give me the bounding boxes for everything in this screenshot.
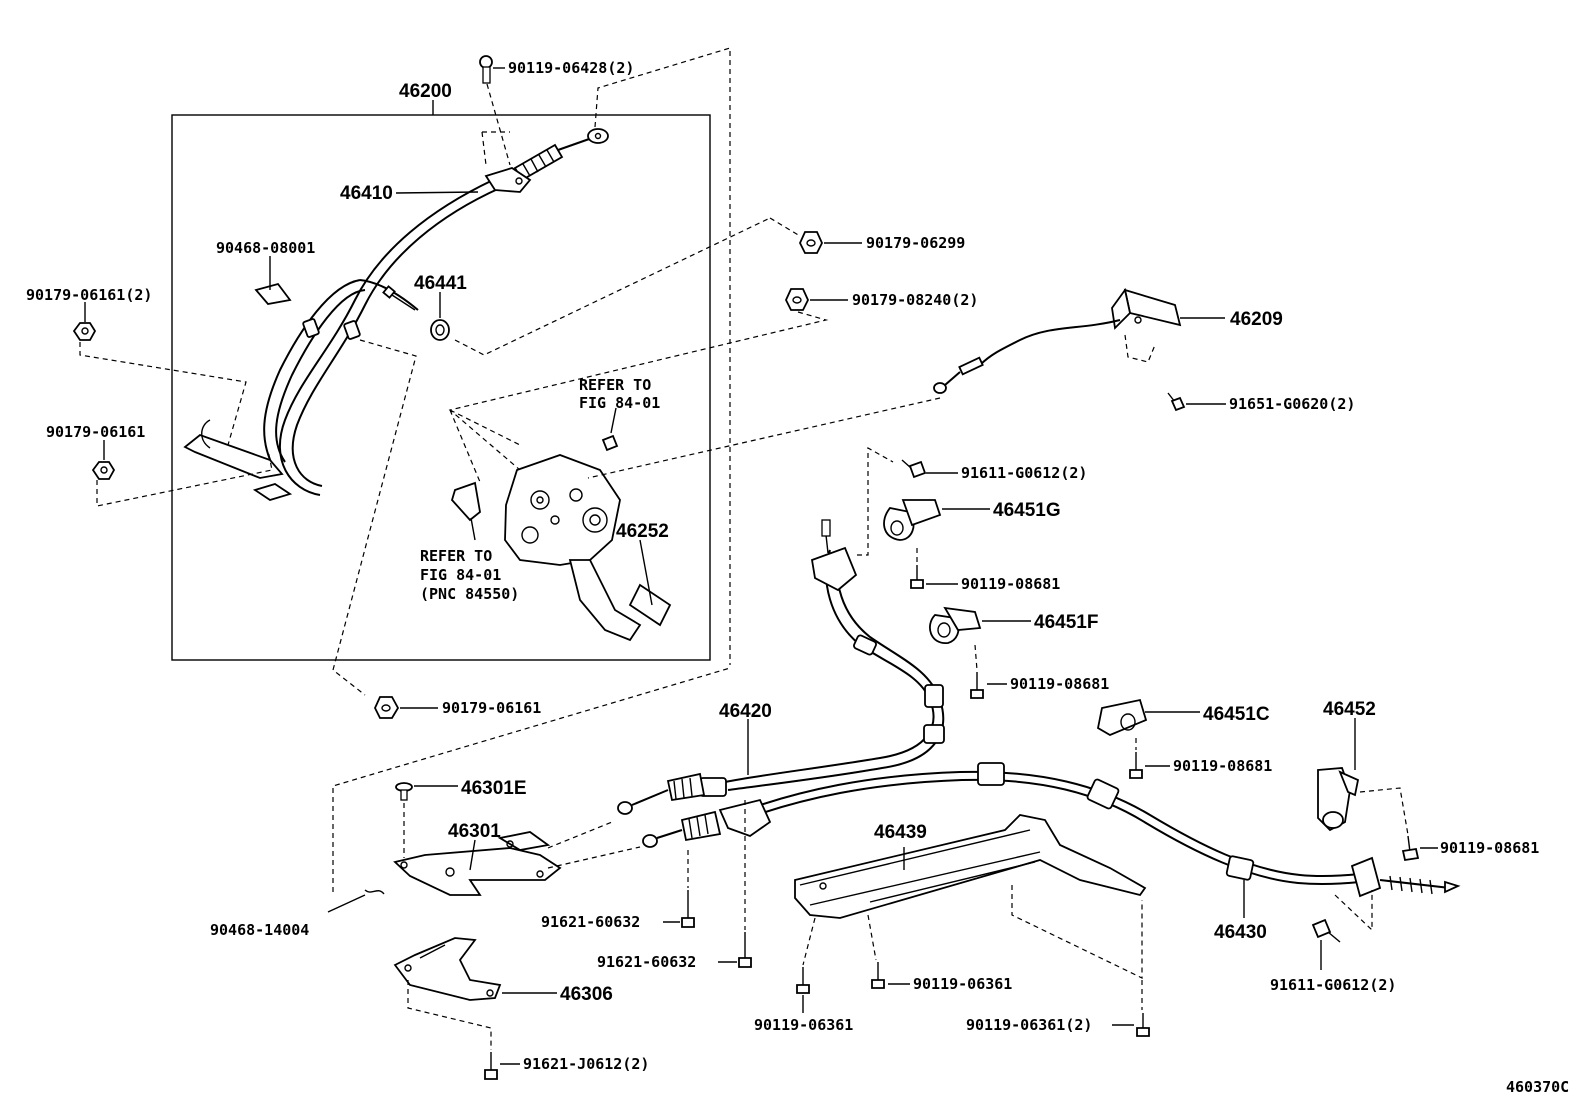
bracket-46306 — [393, 937, 502, 1001]
label-46209: 46209 — [1230, 309, 1283, 330]
pin-46301e — [395, 782, 413, 801]
label-46439: 46439 — [874, 822, 927, 843]
label-90179-08240: 90179-08240(2) — [852, 291, 978, 309]
label-90179-06161-b: 90179-06161 — [442, 699, 541, 717]
label-91611-g0612-bottom: 91611-G0612(2) — [1270, 976, 1396, 994]
clamp-46451f — [929, 606, 982, 644]
bolt-91611-g0612-top — [901, 459, 927, 479]
bracket-46452 — [1317, 767, 1360, 832]
clip-90468-08001 — [254, 282, 292, 305]
label-90119-06361-2: 90119-06361(2) — [966, 1016, 1092, 1034]
bolt-46410-mount — [382, 285, 416, 311]
bolt-91621-60632-b — [738, 932, 752, 968]
assembly-46200-frame — [171, 114, 711, 661]
label-46252: 46252 — [616, 521, 669, 542]
label-90119-08681-b: 90119-08681 — [1010, 675, 1109, 693]
label-46441: 46441 — [414, 273, 467, 294]
label-90119-08681-c: 90119-08681 — [1173, 757, 1272, 775]
bolt-91611-g0612-bottom — [1311, 918, 1341, 943]
bolt-90119-06361-b — [871, 962, 885, 989]
refer-note-1-line-2: FIG 84-01 — [579, 394, 660, 412]
nut-90179-06161-bottom — [374, 696, 400, 719]
cable-46209 — [933, 287, 1182, 394]
label-90119-08681-a: 90119-08681 — [961, 575, 1060, 593]
clip-90468-14004 — [364, 889, 385, 895]
label-46410: 46410 — [340, 183, 393, 204]
label-46451c: 46451C — [1203, 704, 1270, 725]
label-91611-g0612-top: 91611-G0612(2) — [961, 464, 1087, 482]
label-46301e: 46301E — [461, 778, 527, 799]
label-46306: 46306 — [560, 984, 613, 1005]
bolt-90119-06361-2 — [1136, 1013, 1150, 1037]
label-90119-08681-d: 90119-08681 — [1440, 839, 1539, 857]
label-90119-06361-a: 90119-06361 — [754, 1016, 853, 1034]
clamp-46451c — [1096, 698, 1148, 737]
nut-90179-06299 — [799, 231, 823, 254]
label-46451f: 46451F — [1034, 612, 1098, 633]
bolt-90119-08681-a — [910, 565, 924, 589]
nut-90179-06161 — [91, 461, 116, 480]
label-91621-60632-b: 91621-60632 — [597, 953, 696, 971]
bolt-91621-60632-a — [681, 890, 695, 928]
label-90179-06299: 90179-06299 — [866, 234, 965, 252]
bolt-90119-08681-d — [1401, 835, 1420, 862]
label-90179-06161-2: 90179-06161(2) — [26, 286, 152, 304]
label-90468-08001: 90468-08001 — [216, 239, 315, 257]
bolt-91621-j0612 — [484, 1052, 498, 1080]
bolt-refer-fig-84-01 — [601, 407, 619, 452]
label-91651-g0620: 91651-G0620(2) — [1229, 395, 1355, 413]
label-90119-06428: 90119-06428(2) — [508, 59, 634, 77]
cable-46420 — [617, 519, 945, 815]
label-90119-06361-b: 90119-06361 — [913, 975, 1012, 993]
cable-46410 — [183, 128, 609, 501]
insulator-46439 — [794, 814, 1147, 919]
cable-46430 — [642, 762, 1461, 898]
label-46452: 46452 — [1323, 699, 1376, 720]
bolt-90119-08681-b — [970, 672, 984, 699]
label-91621-60632-a: 91621-60632 — [541, 913, 640, 931]
refer-note-2-line-1: REFER TO — [420, 547, 492, 565]
pedal-assembly-46252 — [450, 454, 672, 642]
refer-note-2-line-2: FIG 84-01 — [420, 566, 501, 584]
clamp-46451g — [883, 499, 942, 541]
label-46430: 46430 — [1214, 922, 1267, 943]
refer-note-1-line-1: REFER TO — [579, 376, 651, 394]
nut-90179-06161-2 — [72, 322, 97, 341]
label-46451g: 46451G — [993, 500, 1061, 521]
bracket-46301 — [393, 831, 562, 896]
label-46301: 46301 — [448, 821, 501, 842]
label-46420: 46420 — [719, 701, 772, 722]
figure-code: 460370C — [1506, 1078, 1569, 1096]
bolt-90119-08681-c — [1129, 752, 1143, 779]
refer-note-2-line-3: (PNC 84550) — [420, 585, 519, 603]
label-90468-14004: 90468-14004 — [210, 921, 309, 939]
grommet-46441 — [430, 319, 450, 341]
label-46200: 46200 — [399, 81, 452, 102]
bolt-91651-g0620 — [1167, 392, 1186, 412]
bolt-90119-06361-a — [796, 967, 810, 994]
bolt-90119-06428 — [479, 55, 493, 84]
nut-90179-08240 — [785, 288, 809, 311]
label-90179-06161-a: 90179-06161 — [46, 423, 145, 441]
label-91621-j0612: 91621-J0612(2) — [523, 1055, 649, 1073]
